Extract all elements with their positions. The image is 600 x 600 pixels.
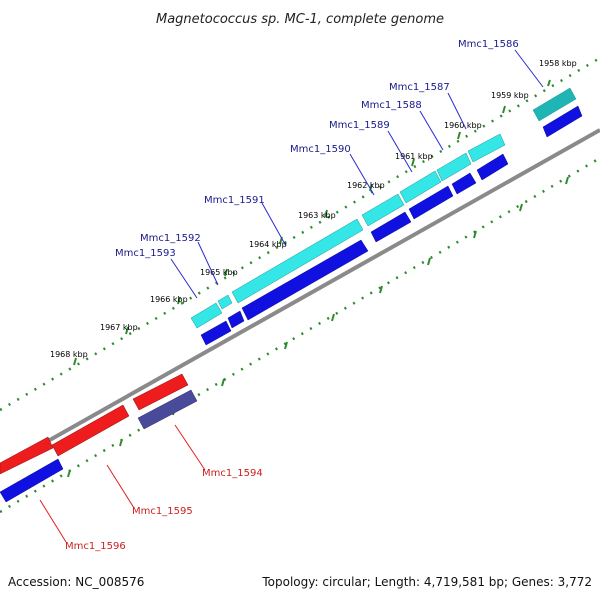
leader-line — [174, 424, 206, 471]
gene-Mmc1_1592[interactable] — [217, 294, 233, 310]
gene-Mmc1_1589[interactable] — [399, 170, 442, 204]
cds-feature[interactable] — [0, 458, 64, 503]
forward-gene-labels: Mmc1_1586 Mmc1_1587 Mmc1_1588 Mmc1_1589 … — [115, 39, 519, 259]
upper-scale-track — [0, 56, 600, 412]
major-tick — [502, 105, 506, 114]
leader-line — [170, 258, 198, 299]
scale-label: 1958 kbp — [539, 59, 577, 68]
leader-line — [514, 49, 544, 88]
genome-backbone — [0, 128, 600, 470]
major-tick — [369, 183, 373, 192]
leader-line — [261, 202, 287, 247]
cds-feature[interactable] — [408, 185, 454, 220]
major-tick — [519, 203, 523, 212]
upper-major-ticks — [73, 79, 551, 366]
leader-line — [419, 110, 444, 151]
major-tick — [411, 158, 415, 167]
scale-label: 1964 kbp — [249, 240, 287, 249]
cds-feature[interactable] — [476, 153, 509, 181]
cds-feature[interactable] — [370, 211, 412, 243]
gene-label[interactable]: Mmc1_1591 — [204, 195, 265, 206]
scale-label: 1967 kbp — [100, 323, 138, 332]
gene-Mmc1_1595-part[interactable] — [132, 373, 189, 411]
gene-Mmc1_1596[interactable] — [0, 436, 54, 475]
reverse-gene-track — [0, 373, 198, 475]
scale-label: 1962 kbp — [347, 181, 385, 190]
major-tick — [427, 257, 431, 266]
major-tick — [473, 230, 477, 239]
scale-label: 1960 kbp — [444, 121, 482, 130]
gene-label[interactable]: Mmc1_1592 — [140, 233, 201, 244]
gene-Mmc1_1593[interactable] — [190, 302, 223, 329]
scale-label: 1961 kbp — [395, 152, 433, 161]
cds-feature[interactable] — [200, 320, 232, 346]
gene-label[interactable]: Mmc1_1593 — [115, 248, 176, 259]
major-tick — [324, 209, 328, 218]
major-tick — [379, 285, 383, 294]
gene-label[interactable]: Mmc1_1586 — [458, 39, 519, 50]
forward-gene-track — [190, 87, 577, 329]
gene-label[interactable]: Mmc1_1595 — [132, 506, 193, 517]
cds-feature[interactable] — [542, 105, 583, 138]
forward-cds-track — [0, 105, 583, 503]
accession-text: Accession: NC_008576 — [8, 575, 144, 589]
cds-feature[interactable] — [451, 172, 477, 195]
lower-scale-track — [0, 156, 600, 514]
gene-Mmc1_1587[interactable] — [467, 133, 506, 163]
leader-line — [106, 464, 135, 509]
major-tick — [565, 176, 569, 185]
gene-label[interactable]: Mmc1_1590 — [290, 144, 351, 155]
major-tick — [457, 131, 461, 140]
gene-Mmc1_1590[interactable] — [361, 193, 405, 227]
gene-Mmc1_1586[interactable] — [532, 87, 577, 122]
reverse-gene-labels: Mmc1_1594 Mmc1_1595 Mmc1_1596 — [65, 468, 263, 552]
major-tick — [331, 313, 335, 322]
gene-Mmc1_1591[interactable] — [231, 218, 364, 304]
gene-label[interactable]: Mmc1_1587 — [389, 82, 450, 93]
scale-label: 1968 kbp — [50, 350, 88, 359]
cds-feature[interactable] — [227, 310, 245, 329]
scale-label: 1963 kbp — [298, 211, 336, 220]
genome-summary-text: Topology: circular; Length: 4,719,581 bp… — [261, 575, 592, 589]
reverse-label-leaders — [39, 424, 206, 543]
gene-label[interactable]: Mmc1_1589 — [329, 120, 390, 131]
gene-Mmc1_1588[interactable] — [436, 152, 472, 182]
scale-labels: 1958 kbp 1959 kbp 1960 kbp 1961 kbp 1962… — [50, 59, 577, 359]
gene-label[interactable]: Mmc1_1596 — [65, 541, 126, 552]
scale-label: 1959 kbp — [491, 91, 529, 100]
major-tick — [119, 438, 123, 447]
cds-feature[interactable] — [241, 239, 369, 321]
major-tick — [125, 326, 129, 335]
gene-Mmc1_1595[interactable] — [51, 404, 130, 457]
major-tick — [67, 469, 71, 478]
major-tick — [221, 378, 225, 387]
gene-Mmc1_1594[interactable] — [137, 389, 198, 430]
major-tick — [547, 79, 551, 87]
map-title: Magnetococcus sp. MC-1, complete genome — [156, 12, 444, 27]
leader-line — [447, 92, 467, 130]
scale-label: 1965 kbp — [200, 268, 238, 277]
major-tick — [284, 341, 288, 350]
forward-label-leaders — [170, 49, 544, 299]
leader-line — [349, 153, 375, 196]
gene-label[interactable]: Mmc1_1588 — [361, 100, 422, 111]
major-tick — [177, 296, 181, 305]
leader-line — [387, 130, 413, 173]
gene-label[interactable]: Mmc1_1594 — [202, 468, 263, 479]
leader-line — [39, 499, 67, 543]
leader-line — [197, 241, 219, 286]
scale-label: 1966 kbp — [150, 295, 188, 304]
major-tick — [73, 357, 77, 366]
major-tick — [224, 268, 228, 277]
